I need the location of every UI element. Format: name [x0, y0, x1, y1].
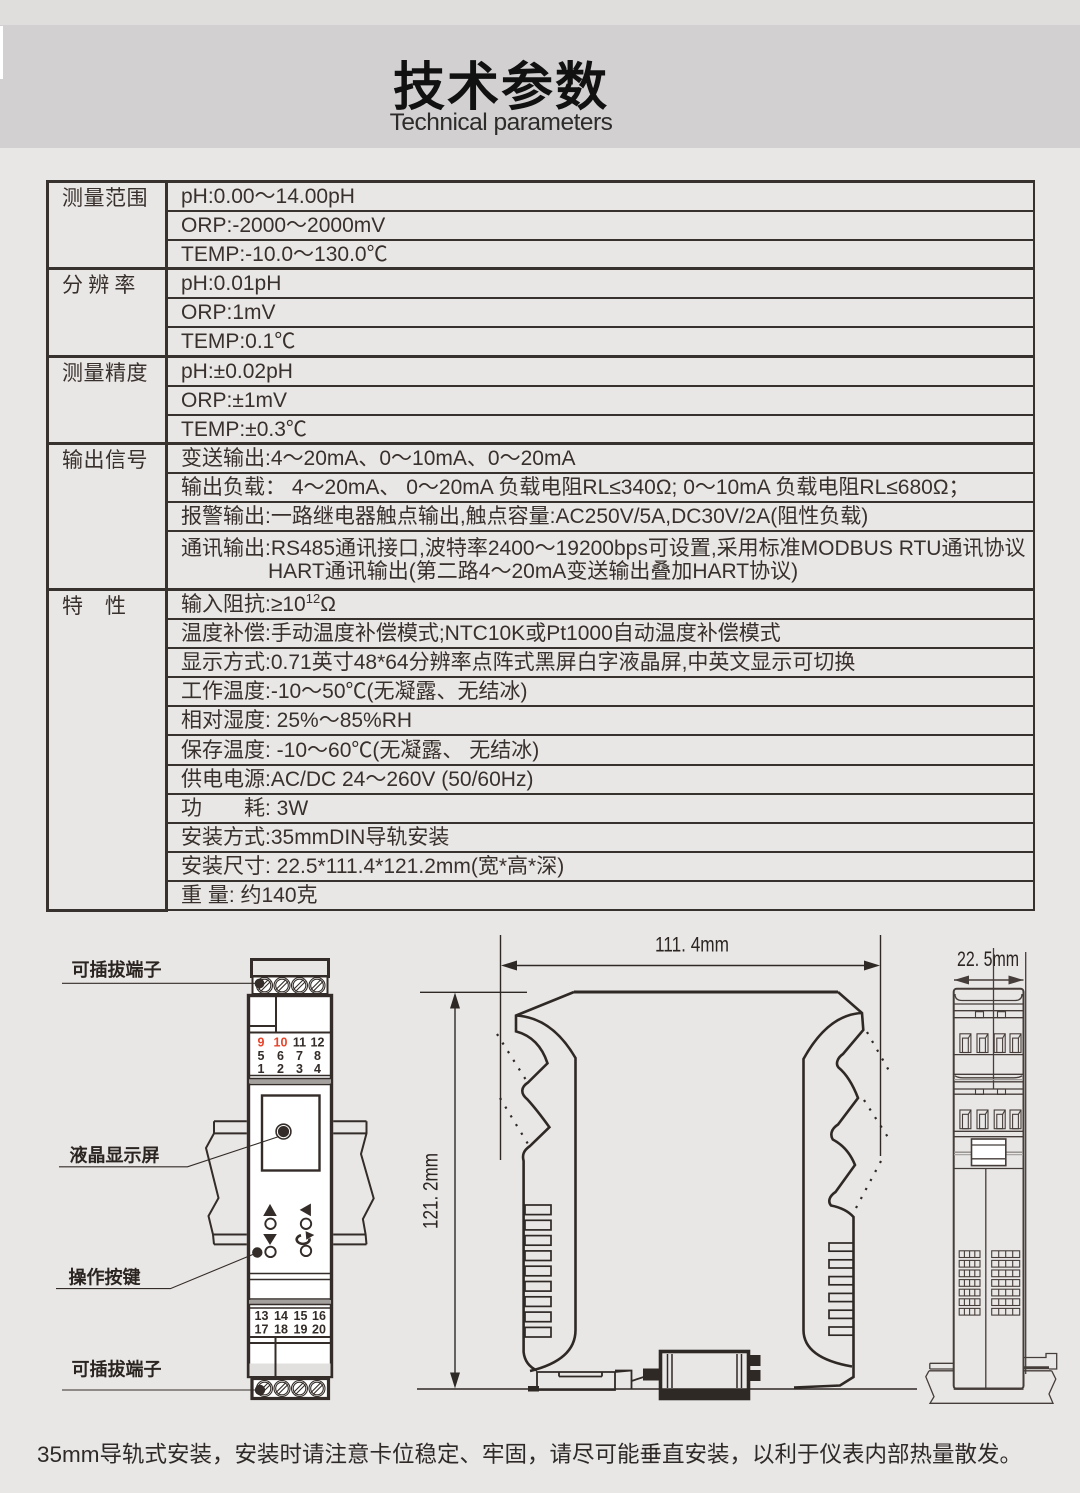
- svg-text:20: 20: [312, 1323, 326, 1337]
- svg-text:111. 4mm: 111. 4mm: [655, 934, 729, 957]
- svg-text:1: 1: [258, 1062, 265, 1076]
- svg-text:12: 12: [311, 1036, 325, 1050]
- svg-text:3: 3: [296, 1062, 303, 1076]
- svg-text:2: 2: [277, 1062, 284, 1076]
- svg-text:可插拔端子: 可插拔端子: [72, 1359, 162, 1380]
- svg-text:15: 15: [294, 1309, 308, 1323]
- svg-text:19: 19: [294, 1323, 308, 1337]
- svg-text:18: 18: [274, 1323, 288, 1337]
- svg-text:5: 5: [258, 1049, 265, 1063]
- svg-text:22. 5mm: 22. 5mm: [957, 948, 1019, 971]
- svg-text:液晶显示屏: 液晶显示屏: [70, 1145, 160, 1166]
- svg-text:11: 11: [293, 1036, 306, 1050]
- svg-text:可插拔端子: 可插拔端子: [72, 959, 162, 980]
- svg-text:16: 16: [312, 1309, 326, 1323]
- svg-text:7: 7: [296, 1049, 303, 1063]
- svg-text:8: 8: [314, 1049, 321, 1063]
- svg-text:6: 6: [277, 1049, 284, 1063]
- svg-text:13: 13: [255, 1309, 269, 1323]
- svg-text:17: 17: [255, 1323, 269, 1337]
- svg-text:操作按键: 操作按键: [69, 1267, 141, 1288]
- svg-text:9: 9: [258, 1036, 265, 1050]
- svg-text:14: 14: [274, 1309, 288, 1323]
- svg-text:10: 10: [274, 1036, 288, 1050]
- svg-text:121. 2mm: 121. 2mm: [420, 1153, 443, 1229]
- svg-text:4: 4: [314, 1062, 321, 1076]
